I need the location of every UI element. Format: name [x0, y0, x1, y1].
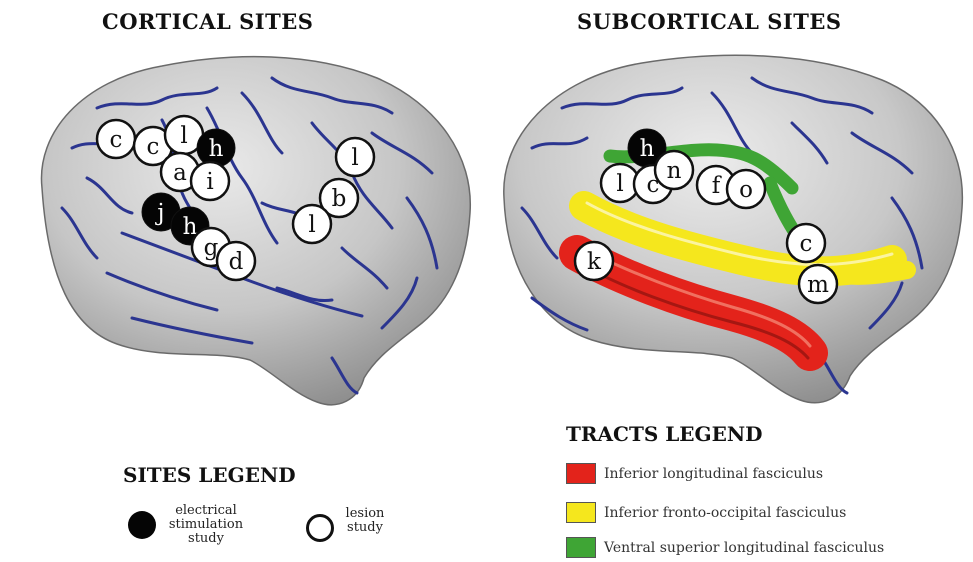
- tracts-legend-title: TRACTS LEGEND: [566, 422, 762, 446]
- cortical-site-marker-label: h: [209, 136, 224, 162]
- subcortical-site-marker-label: l: [616, 171, 623, 197]
- legend-electrical-label: electrical stimulation study: [164, 504, 248, 546]
- open-circle-icon: [306, 514, 334, 542]
- cortical-site-marker-label: b: [332, 186, 347, 212]
- subcortical-site-marker-label: f: [712, 173, 722, 199]
- cortical-site-marker-label: i: [206, 169, 213, 195]
- cortical-site-marker-label: d: [229, 249, 244, 275]
- cortical-site-marker-label: c: [110, 127, 123, 153]
- tract-legend-label: Inferior longitudinal fasciculus: [604, 466, 823, 482]
- legend-electrical-stimulation: electrical stimulation study: [128, 504, 248, 546]
- cortical-site-marker-label: l: [180, 123, 187, 149]
- subcortical-site-marker-label: o: [739, 177, 753, 203]
- yellow-swatch-icon: [566, 502, 596, 523]
- sites-legend-title: SITES LEGEND: [123, 463, 296, 487]
- cortical-site-marker-label: a: [173, 160, 187, 186]
- subcortical-site-marker-label: c: [800, 231, 813, 257]
- brain-outline: [504, 55, 963, 402]
- red-swatch-icon: [566, 463, 596, 484]
- tract-legend-label: Ventral superior longitudinal fasciculus: [604, 540, 884, 556]
- subcortical-sites-title: SUBCORTICAL SITES: [577, 9, 842, 34]
- filled-circle-icon: [128, 511, 156, 539]
- subcortical-site-marker-label: m: [807, 272, 829, 298]
- cortical-sites-title: CORTICAL SITES: [102, 9, 313, 34]
- subcortical-site-marker-label: k: [587, 249, 602, 275]
- tract-legend-item-ilf: Inferior longitudinal fasciculus: [566, 463, 823, 484]
- cortical-site-marker-label: l: [351, 145, 358, 171]
- tract-legend-item-vslf: Ventral superior longitudinal fasciculus: [566, 537, 884, 558]
- subcortical-site-marker-label: n: [667, 158, 682, 184]
- green-swatch-icon: [566, 537, 596, 558]
- cortical-site-marker-label: l: [308, 212, 315, 238]
- subcortical-site-marker-label: h: [640, 136, 655, 162]
- tract-legend-item-ifof: Inferior fronto-occipital fasciculus: [566, 502, 846, 523]
- tract-legend-label: Inferior fronto-occipital fasciculus: [604, 505, 846, 521]
- legend-lesion-label: lesion study: [342, 507, 388, 535]
- cortical-site-marker-label: c: [147, 134, 160, 160]
- legend-lesion-study: lesion study: [306, 514, 388, 542]
